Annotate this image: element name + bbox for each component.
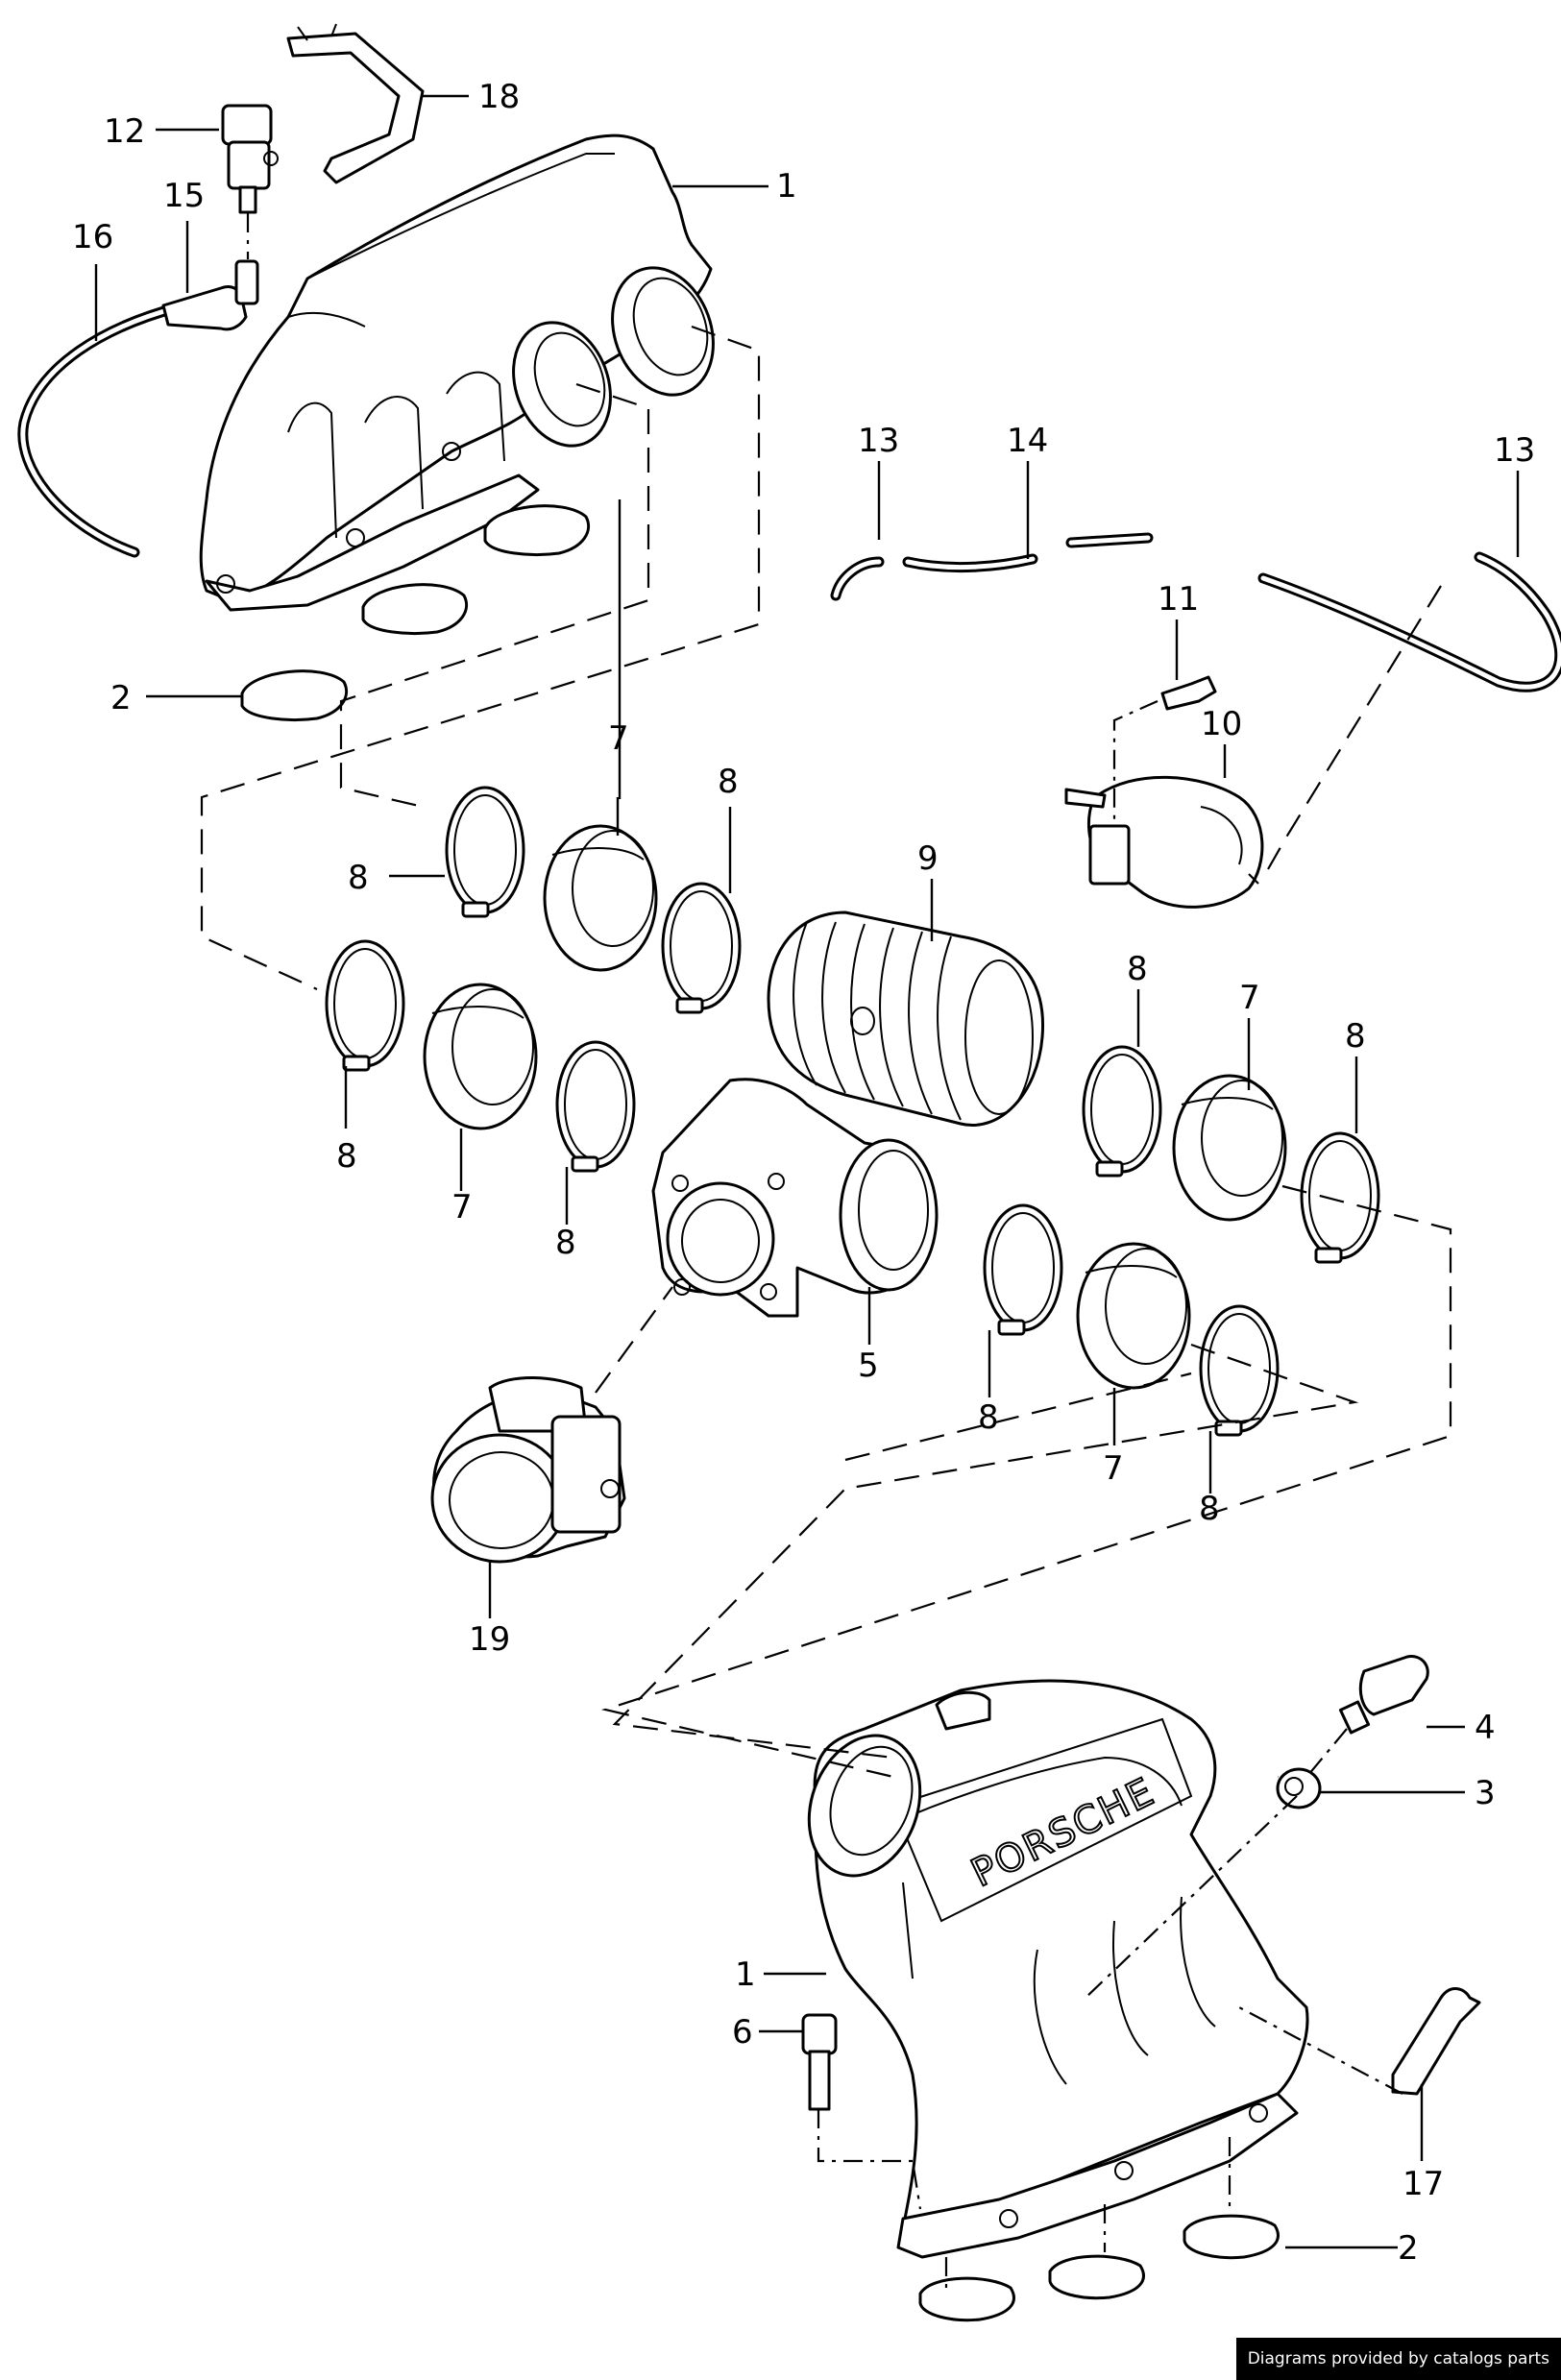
callout-17: 17 — [1402, 2165, 1444, 2203]
clamp-ring-8c — [325, 939, 405, 1072]
clamp-ring-8e — [1082, 1045, 1162, 1178]
leader-lines — [94, 94, 1520, 2249]
intake-pipe-5 — [651, 1078, 939, 1318]
credit-label: Diagrams provided by catalogs parts — [1235, 2338, 1561, 2380]
callout-1-upper: 1 — [776, 167, 797, 206]
clamp-ring-8h — [1199, 1304, 1280, 1437]
callout-5: 5 — [858, 1347, 879, 1385]
hose-16 — [17, 302, 183, 558]
sleeve-7d — [1076, 1242, 1191, 1390]
callout-7-a: 7 — [608, 719, 629, 758]
clamp-ring-8d — [555, 1040, 636, 1173]
clamp-ring-8g — [983, 1203, 1063, 1336]
upper-intake-manifold — [199, 134, 715, 612]
throttle-body-19 — [430, 1376, 626, 1564]
actuator-10 — [1064, 775, 1264, 909]
bracket-18 — [286, 23, 425, 184]
callout-2-upper: 2 — [110, 679, 132, 717]
callout-4: 4 — [1475, 1709, 1496, 1747]
callout-13-right: 13 — [1494, 431, 1535, 470]
callout-10: 10 — [1201, 705, 1242, 743]
callout-7-d: 7 — [1103, 1449, 1124, 1488]
clamp-ring-8a — [445, 786, 525, 918]
bolt-6 — [801, 2013, 838, 2111]
clamp-ring-8f — [1300, 1131, 1380, 1264]
lower-gaskets — [918, 2214, 1280, 2322]
callout-9: 9 — [917, 839, 939, 878]
callout-8-a: 8 — [718, 763, 739, 801]
callout-8-e: 8 — [336, 1137, 357, 1176]
callout-15: 15 — [163, 177, 205, 215]
callout-7-c: 7 — [451, 1188, 473, 1226]
screw-11 — [1160, 675, 1217, 711]
sleeve-7b — [423, 983, 538, 1130]
callout-2-lower: 2 — [1398, 2229, 1419, 2268]
callout-7-b: 7 — [1239, 979, 1260, 1017]
sensor-4 — [1338, 1655, 1429, 1735]
callout-18: 18 — [478, 78, 520, 116]
bracket-17 — [1391, 1987, 1481, 2096]
callout-8-f: 8 — [555, 1224, 576, 1262]
callout-8-b: 8 — [348, 859, 369, 897]
connector-15 — [161, 259, 259, 331]
callout-19: 19 — [469, 1620, 510, 1659]
hose-elbow-13 — [830, 556, 885, 601]
sleeve-7a — [543, 824, 658, 972]
callout-8-h: 8 — [1199, 1490, 1220, 1528]
sleeve-7c — [1172, 1074, 1287, 1222]
callout-11: 11 — [1158, 580, 1199, 619]
callout-8-d: 8 — [1345, 1017, 1366, 1056]
callout-8-g: 8 — [978, 1398, 999, 1437]
callout-6: 6 — [732, 2013, 753, 2052]
callout-14: 14 — [1007, 422, 1048, 460]
clamp-ring-8b — [661, 882, 742, 1014]
callout-8-c: 8 — [1127, 950, 1148, 988]
grommet-3 — [1276, 1767, 1322, 1809]
callout-16: 16 — [72, 218, 113, 256]
callout-numbers: 12 18 1 15 16 2 13 14 13 11 10 7 8 8 9 8… — [72, 78, 1535, 2268]
bellows-9 — [767, 911, 1045, 1127]
callout-1-lower: 1 — [735, 1955, 756, 1994]
valve-12 — [221, 104, 279, 214]
callout-3: 3 — [1475, 1774, 1496, 1812]
callout-13-left: 13 — [858, 422, 899, 460]
callout-12: 12 — [104, 112, 145, 151]
lower-intake-manifold: PORSCHE — [807, 1679, 1309, 2259]
hose-14 — [902, 532, 1561, 692]
assembly-lines — [200, 213, 1452, 2291]
